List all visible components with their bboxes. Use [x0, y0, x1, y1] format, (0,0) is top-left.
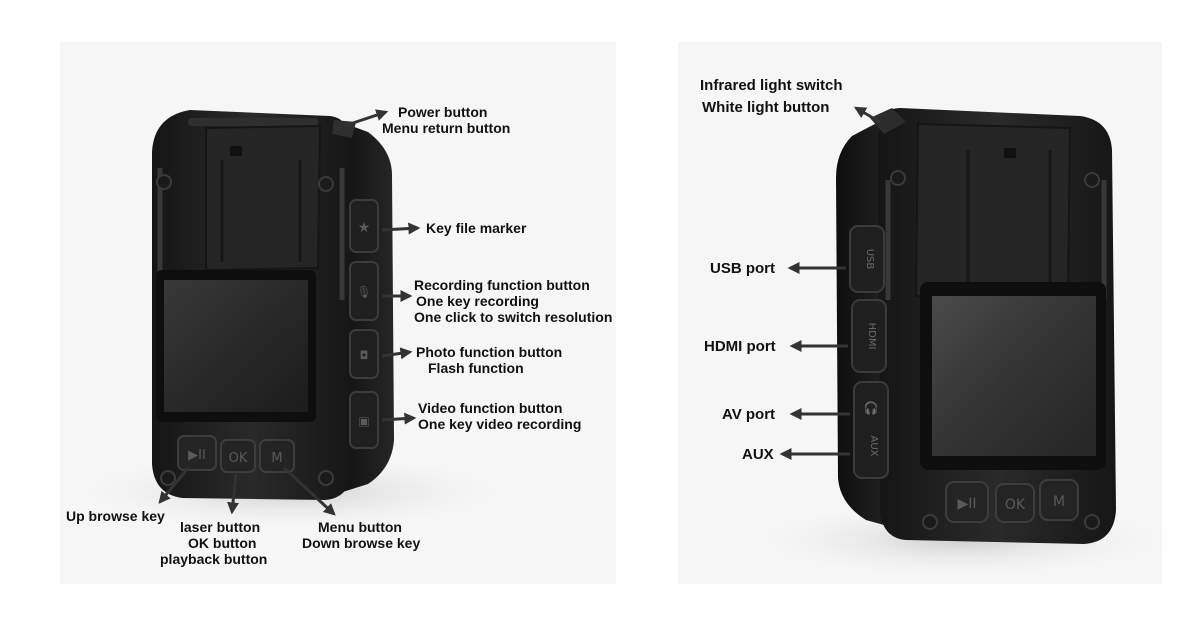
- front-screw-tr: [318, 176, 334, 192]
- front-menu-button: [259, 439, 295, 473]
- back-screw-br: [1084, 514, 1100, 530]
- back-camera-body: USB HDMI 🎧 AUX ▶II OK M: [836, 108, 1116, 544]
- front-star-icon: ★: [358, 220, 371, 236]
- back-screen: [932, 296, 1096, 456]
- back-play-icon: ▶II: [957, 496, 976, 512]
- front-ok-button: [220, 439, 256, 473]
- back-ok-label: OK: [1005, 497, 1026, 513]
- back-screw-tr: [1084, 172, 1100, 188]
- back-view-panel: USB HDMI 🎧 AUX ▶II OK M Infrared light s…: [678, 42, 1180, 584]
- label-recording-3: One click to switch resolution: [414, 309, 612, 325]
- front-arrows: [158, 109, 421, 516]
- back-headphone-icon: 🎧: [864, 401, 879, 415]
- label-up-browse: Up browse key: [66, 508, 165, 524]
- back-labels: Infrared light switch White light button…: [700, 77, 843, 463]
- front-labels: Power button Menu return button Key file…: [66, 104, 612, 567]
- arrow-laser-ok: [227, 473, 239, 515]
- label-av: AV port: [722, 406, 775, 423]
- back-screw-tl: [890, 170, 906, 186]
- front-clip-slot: [230, 146, 242, 156]
- label-laser-1: laser button: [180, 519, 260, 535]
- back-arrows: [779, 106, 881, 460]
- front-play-icon: ▶II: [188, 448, 206, 463]
- arrow-infrared: [853, 106, 881, 124]
- arrow-up-browse: [158, 467, 190, 504]
- back-usb-panel: [849, 225, 885, 293]
- front-camera-icon: ◘: [360, 349, 369, 362]
- front-clip: [205, 124, 322, 272]
- back-menu-button: [1039, 479, 1079, 521]
- front-ok-label: OK: [229, 451, 248, 466]
- label-key-file: Key file marker: [426, 220, 527, 236]
- label-video-1: Video function button: [418, 400, 562, 416]
- front-side-button-record: [349, 261, 379, 321]
- back-ok-button: [995, 483, 1035, 523]
- front-screw-bl: [160, 470, 176, 486]
- front-video-icon: ▣: [358, 414, 369, 428]
- front-mic-icon: 🎙: [356, 285, 371, 299]
- back-clip: [914, 122, 1072, 302]
- back-hdmi-panel: [851, 299, 887, 373]
- label-photo-1: Photo function button: [416, 344, 562, 360]
- label-video-2: One key video recording: [418, 416, 581, 432]
- back-top-knob: [870, 108, 906, 134]
- arrow-power: [343, 109, 389, 128]
- front-body-top-edge: [188, 118, 318, 126]
- label-menu-1: Menu button: [318, 519, 402, 535]
- back-screw-bl: [922, 514, 938, 530]
- arrow-video: [381, 412, 417, 425]
- arrow-key-file: [381, 222, 421, 235]
- label-usb: USB port: [710, 260, 775, 277]
- label-power-1: Power button: [398, 104, 487, 120]
- label-infrared-1: Infrared light switch: [700, 77, 843, 94]
- back-usb-mark: USB: [864, 249, 875, 270]
- back-clip-slot: [1004, 148, 1016, 158]
- front-screw-tl: [156, 174, 172, 190]
- label-menu-2: Down browse key: [302, 535, 420, 551]
- back-aux-mark: AUX: [868, 435, 879, 456]
- arrow-menu-down: [282, 466, 336, 516]
- label-recording-1: Recording function button: [414, 277, 590, 293]
- label-laser-2: OK button: [188, 535, 256, 551]
- front-side-button-photo: [349, 329, 379, 379]
- back-hdmi-mark: HDMI: [866, 323, 877, 350]
- label-aux: AUX: [742, 446, 774, 463]
- back-av-aux-panel: [853, 381, 889, 479]
- front-view-panel: ★ 🎙 ◘ ▣ ▶II OK M: [60, 42, 616, 584]
- back-m-label: M: [1053, 494, 1065, 510]
- back-play-button: [945, 481, 989, 523]
- front-side-button-video: [349, 391, 379, 449]
- label-laser-3: playback button: [160, 551, 267, 567]
- front-play-button: [177, 435, 217, 471]
- arrow-photo: [381, 347, 413, 360]
- label-power-2: Menu return button: [382, 120, 510, 136]
- label-photo-2: Flash function: [428, 360, 524, 376]
- label-infrared-2: White light button: [702, 99, 829, 116]
- front-screw-br: [318, 470, 334, 486]
- front-screen: [164, 280, 308, 412]
- front-side-button-star: [349, 199, 379, 253]
- label-hdmi: HDMI port: [704, 338, 776, 355]
- front-m-label: M: [271, 451, 282, 466]
- label-recording-2: One key recording: [416, 293, 539, 309]
- front-camera-body: ★ 🎙 ◘ ▣ ▶II OK M: [152, 110, 394, 500]
